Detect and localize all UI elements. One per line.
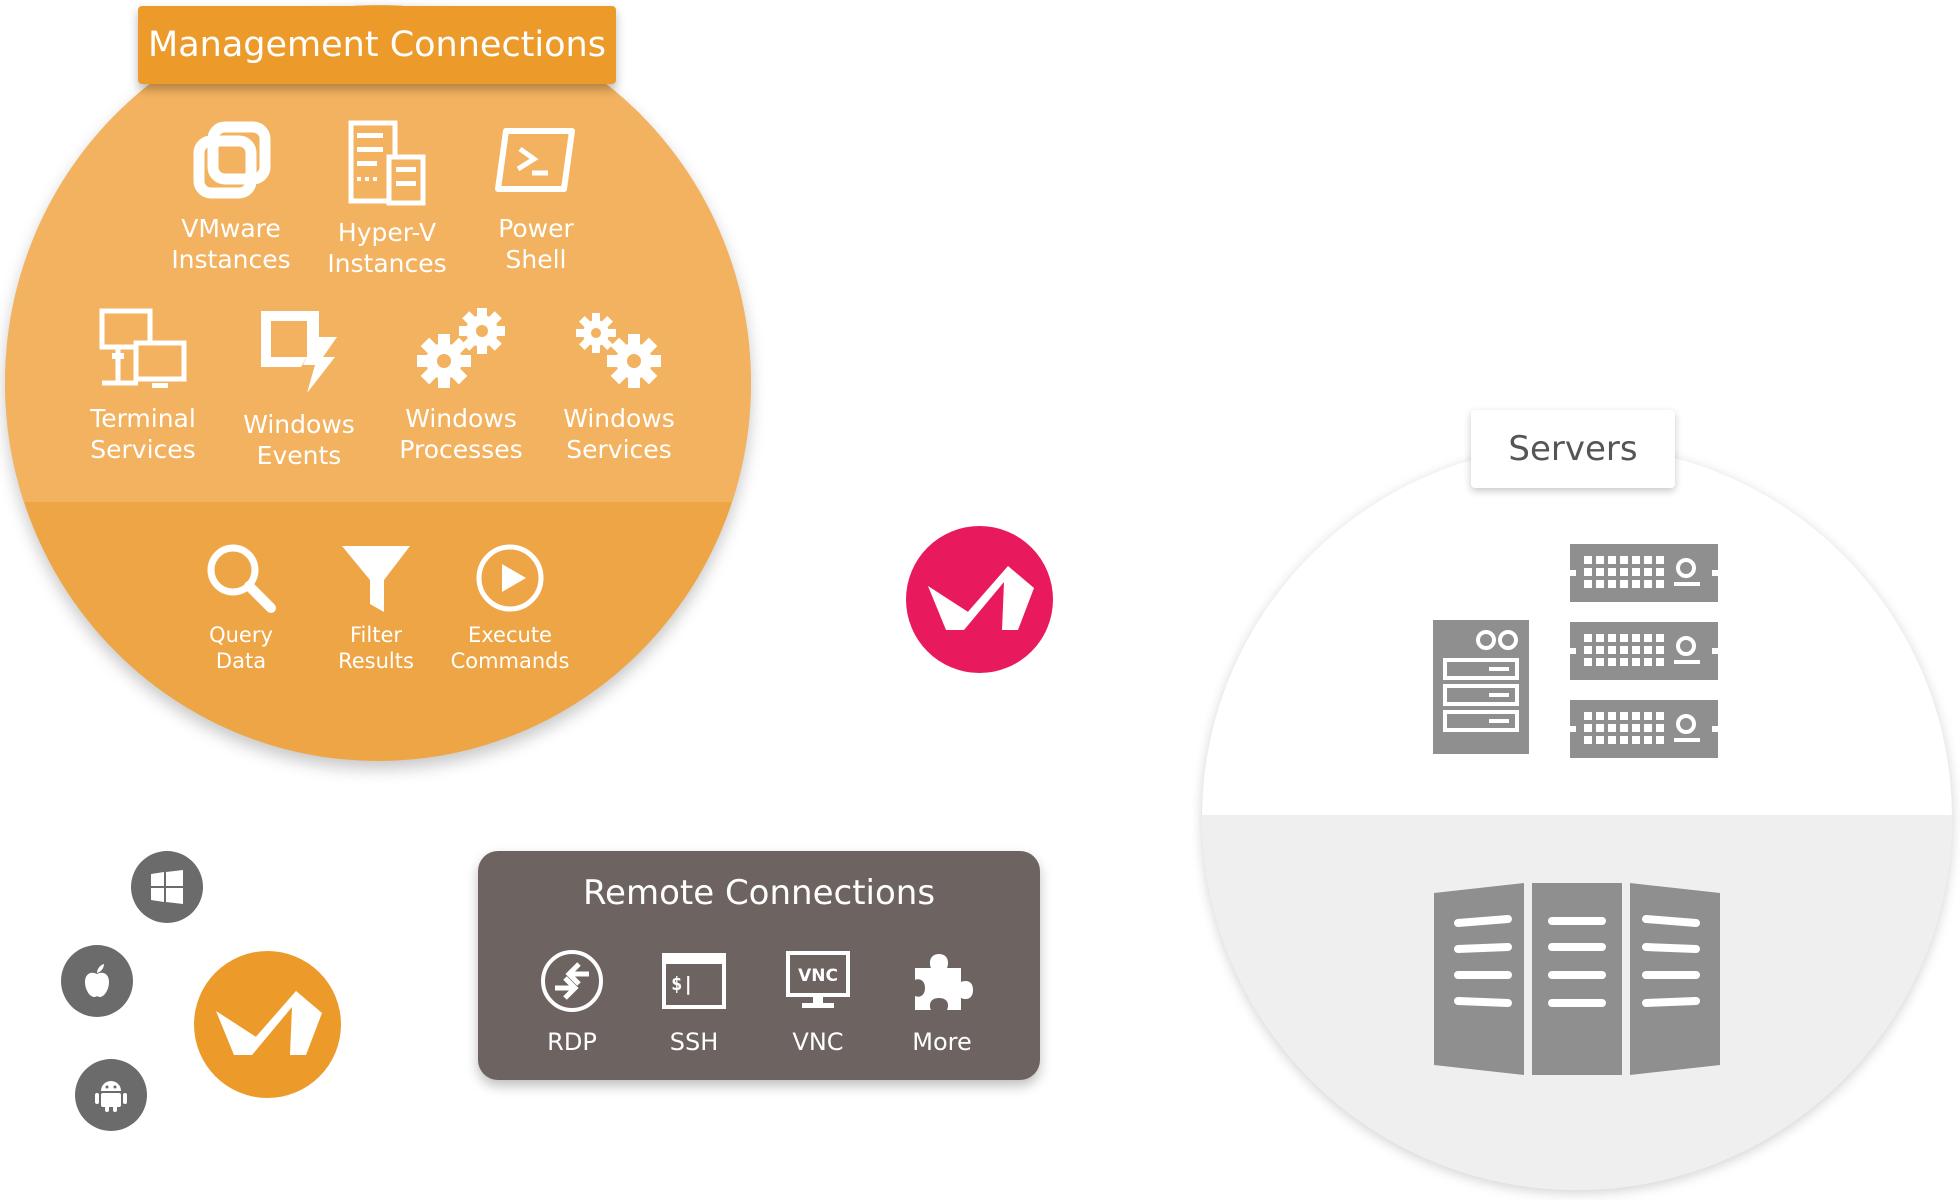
hyperv-label-line1: Hyper-V <box>337 218 437 247</box>
puzzle-icon <box>915 954 973 1010</box>
orange-logo-icon <box>194 951 341 1098</box>
ssh-terminal-icon: $| <box>662 953 726 1009</box>
query-data-label-line2: Data <box>215 649 267 673</box>
rack-server-icon <box>1570 622 1718 680</box>
windows-events-icon <box>261 311 337 393</box>
windows-icon <box>131 851 203 923</box>
vnc-item[interactable]: VNC VNC <box>763 948 873 1056</box>
rack-server-icon <box>1570 700 1718 758</box>
vmware-label-line2: Instances <box>171 245 291 274</box>
terminal-services-label-line1: Terminal <box>90 404 196 433</box>
hyperv-icon <box>348 120 426 206</box>
rack-server-icon <box>1570 544 1718 602</box>
services-gears-icon <box>576 313 661 388</box>
vnc-label: VNC <box>792 1028 844 1056</box>
filter-icon <box>342 546 410 612</box>
filter-results-label-line2: Results <box>338 649 414 673</box>
remote-connections-title: Remote Connections <box>582 873 936 913</box>
hyperv-label-line2: Instances <box>327 249 447 278</box>
search-icon <box>207 544 276 613</box>
powershell-icon <box>495 128 575 192</box>
management-top-band <box>5 5 751 502</box>
servers-circle <box>1202 445 1952 1190</box>
vnc-monitor-icon: VNC <box>786 951 850 1008</box>
android-icon <box>75 1059 147 1131</box>
windows-services-label-line1: Windows <box>563 404 675 433</box>
rdp-item[interactable]: RDP <box>517 948 627 1056</box>
execute-commands-label-line1: Execute <box>468 623 552 647</box>
execute-commands-label-line2: Commands <box>450 649 570 673</box>
more-label: More <box>912 1028 972 1056</box>
vmware-icon <box>193 121 271 199</box>
play-icon <box>476 544 544 612</box>
windows-services-label-line2: Services <box>566 435 672 464</box>
servers-title: Servers <box>1471 410 1675 488</box>
powershell-label-line1: Power <box>498 214 574 243</box>
ssh-label: SSH <box>669 1028 719 1056</box>
rdp-label: RDP <box>547 1028 597 1056</box>
vmware-label-line1: VMware <box>181 214 281 243</box>
svg-text:$|: $| <box>671 973 694 995</box>
datacenter-icon <box>1434 883 1720 1075</box>
terminal-services-label-line2: Services <box>90 435 196 464</box>
windows-processes-label-line1: Windows <box>405 404 517 433</box>
windows-processes-label-line2: Processes <box>399 435 523 464</box>
powershell-label-line2: Shell <box>505 245 567 274</box>
pink-logo-icon <box>906 526 1053 673</box>
tower-server-icon <box>1433 620 1529 754</box>
query-data-label-line1: Query <box>209 623 273 647</box>
rdp-icon <box>541 950 603 1012</box>
management-connections-title: Management Connections <box>138 6 616 84</box>
ssh-item[interactable]: $| SSH <box>639 948 749 1056</box>
svg-text:VNC: VNC <box>798 966 838 986</box>
filter-results-label-line1: Filter <box>349 623 402 647</box>
more-item[interactable]: More <box>887 948 997 1056</box>
gears-icon <box>417 308 505 388</box>
windows-events-label-line2: Events <box>256 441 342 470</box>
terminal-services-icon <box>99 308 187 388</box>
apple-icon <box>61 945 133 1017</box>
windows-events-label-line1: Windows <box>243 410 355 439</box>
